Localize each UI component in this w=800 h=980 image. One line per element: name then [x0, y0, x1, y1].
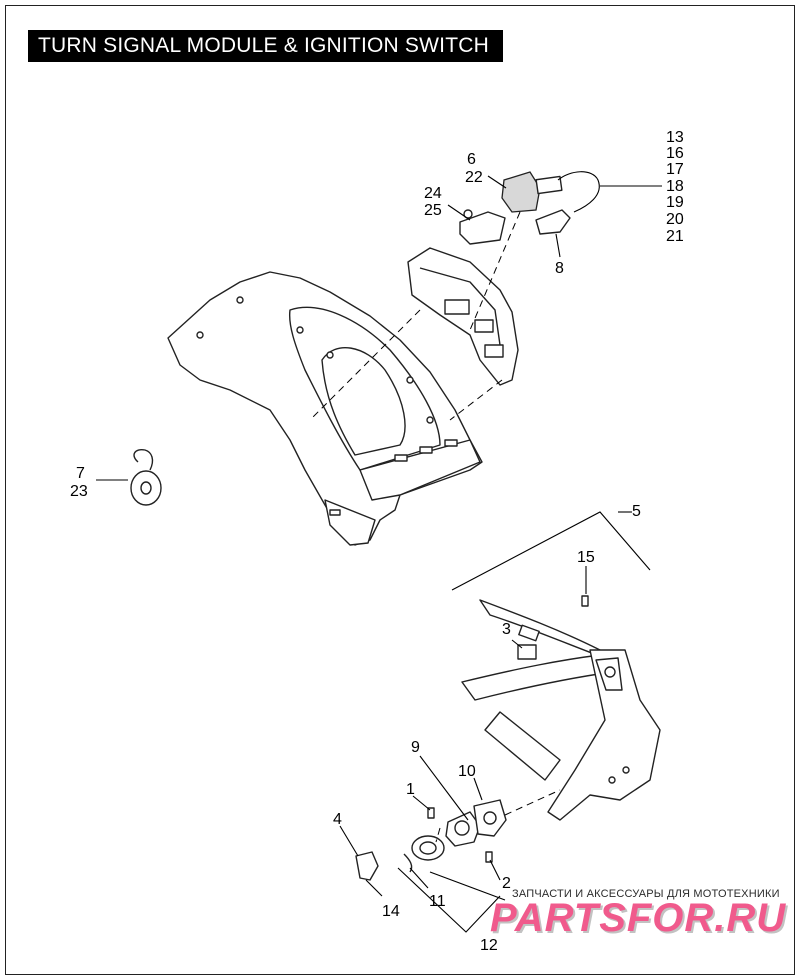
callout-labels: 13 16 17 18 19 20 21 6 22 24 25 8 7 23 5…: [70, 129, 684, 954]
switch-cover-10: [473, 799, 507, 837]
callout-23: 23: [70, 483, 88, 500]
callout-12: 12: [480, 937, 498, 954]
callout-22: 22: [465, 169, 483, 186]
callout-3: 3: [502, 621, 511, 638]
assembly-line: [309, 309, 421, 421]
plug-3: [517, 644, 537, 660]
mounting-bracket: [167, 271, 483, 546]
diagram-frame: [5, 5, 795, 975]
callout-10: 10: [458, 763, 476, 780]
connector-8: [535, 209, 571, 235]
clip-detail: [403, 853, 413, 873]
watermark-logo: PARTSFOR.RU: [490, 896, 787, 940]
ignition-switch: [445, 811, 481, 847]
assembly-line: [435, 827, 441, 843]
callout-25: 25: [424, 202, 442, 219]
bezel-11: [411, 835, 445, 861]
callout-8: 8: [555, 260, 564, 277]
callout-15: 15: [577, 549, 595, 566]
callout-7: 7: [76, 465, 85, 482]
callout-16: 16: [666, 145, 684, 162]
ignition-key: [130, 448, 162, 506]
assembly-line: [469, 211, 521, 331]
callout-24: 24: [424, 185, 442, 202]
callout-1: 1: [406, 781, 415, 798]
callout-9: 9: [411, 739, 420, 756]
watermark-tagline: ЗАПЧАСТИ И АКСЕССУАРЫ ДЛЯ МОТОТЕХНИКИ: [512, 888, 780, 900]
component-24-25: [459, 209, 506, 245]
motorcycle-frame: [461, 599, 661, 821]
screw-15: [581, 595, 589, 607]
callout-2: 2: [502, 875, 511, 892]
callout-20: 20: [666, 211, 684, 228]
screw-2: [485, 851, 493, 863]
assembly-line: [504, 789, 561, 816]
callout-13: 13: [666, 129, 684, 146]
turn-signal-module: [501, 171, 600, 213]
module-holder: [407, 247, 519, 386]
screw-1: [427, 807, 435, 819]
callout-21: 21: [666, 228, 684, 245]
callout-11: 11: [429, 893, 446, 910]
callout-18: 18: [666, 178, 684, 195]
callout-4: 4: [333, 811, 342, 828]
callout-14: 14: [382, 903, 400, 920]
leader-lines: [96, 175, 662, 933]
bracket-14: [355, 851, 379, 881]
callout-6: 6: [467, 151, 476, 168]
callout-19: 19: [666, 194, 684, 211]
diagram-title: TURN SIGNAL MODULE & IGNITION SWITCH: [28, 30, 503, 62]
assembly-line: [449, 379, 503, 421]
callout-5: 5: [632, 503, 641, 520]
callout-17: 17: [666, 161, 684, 178]
